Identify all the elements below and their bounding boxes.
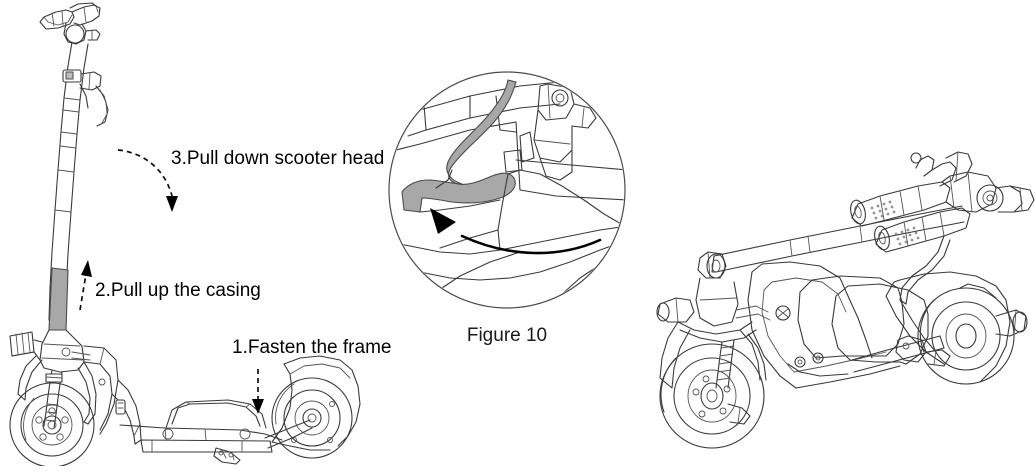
step-3-arrow bbox=[117, 149, 178, 212]
handlebar-assembly bbox=[39, 2, 101, 45]
detail-circle-frame bbox=[388, 71, 626, 309]
head-tube-assembly bbox=[9, 329, 91, 373]
folded-deck-frame bbox=[747, 261, 901, 389]
front-fork bbox=[17, 355, 97, 429]
step-2-arrow bbox=[79, 260, 92, 311]
folded-stem-tube bbox=[711, 205, 965, 273]
seat-pod bbox=[165, 399, 267, 429]
folded-front-wheel bbox=[659, 343, 765, 449]
step-3-label: 3.Pull down scooter head bbox=[171, 148, 384, 169]
folded-rear-rail bbox=[787, 335, 951, 377]
step-2-label: 2.Pull up the casing bbox=[95, 280, 261, 301]
step-1-label: 1.Fasten the frame bbox=[232, 337, 391, 358]
stem-clamp-bracket bbox=[62, 69, 109, 127]
folding-hinge-bracket bbox=[83, 345, 142, 445]
folded-handlebar bbox=[850, 151, 1035, 305]
figure-caption: Figure 10 bbox=[467, 325, 547, 346]
scooter-side-view-unfolded bbox=[9, 2, 361, 468]
scooter-three-quarter-view-folded bbox=[656, 151, 1035, 449]
casing-highlight bbox=[48, 267, 69, 331]
rear-wheel bbox=[271, 377, 353, 459]
rear-stay bbox=[213, 419, 313, 465]
folded-rear-wheel bbox=[917, 287, 1028, 385]
step-1-arrow bbox=[252, 369, 264, 414]
folded-front-fork bbox=[656, 251, 771, 389]
deck bbox=[119, 424, 283, 453]
